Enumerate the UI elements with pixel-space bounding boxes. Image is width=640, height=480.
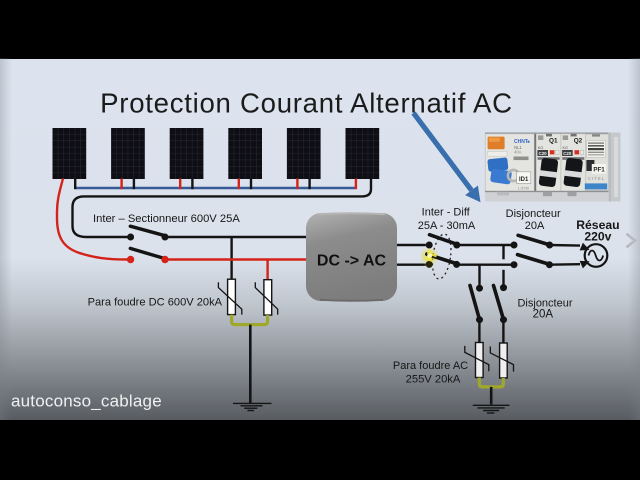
svg-text:40A: 40A <box>514 149 522 154</box>
svg-text:20A: 20A <box>533 309 554 321</box>
svg-text:KG: KG <box>563 146 569 150</box>
svg-text:Réseau: Réseau <box>576 218 619 232</box>
svg-text:KG: KG <box>538 146 544 150</box>
svg-text:PF1: PF1 <box>593 167 605 174</box>
svg-text:Q2: Q2 <box>574 138 583 145</box>
svg-text:C20: C20 <box>563 151 572 156</box>
svg-text:Q1: Q1 <box>549 138 558 145</box>
svg-text:Inter – Sectionneur 600V 25A: Inter – Sectionneur 600V 25A <box>93 213 240 225</box>
svg-text:CITEL: CITEL <box>588 176 605 181</box>
svg-text:autoconso_cablage: autoconso_cablage <box>11 392 162 411</box>
svg-text:NL1: NL1 <box>514 145 522 150</box>
svg-text:Disjoncteur: Disjoncteur <box>506 208 561 220</box>
svg-text:L-5730: L-5730 <box>518 187 529 191</box>
svg-text:DC -> AC: DC -> AC <box>317 253 387 270</box>
svg-text:Inter - Diff: Inter - Diff <box>422 207 471 219</box>
svg-text:CHNT: CHNT <box>514 139 528 145</box>
svg-text:Para foudre DC 600V 20kA: Para foudre DC 600V 20kA <box>88 297 223 309</box>
svg-text:Protection Courant Alternatif: Protection Courant Alternatif AC <box>100 88 513 119</box>
svg-text:255V 20kA: 255V 20kA <box>406 374 461 386</box>
svg-text:ID1: ID1 <box>519 177 529 183</box>
svg-text:C20: C20 <box>539 151 548 156</box>
svg-text:Para foudre AC: Para foudre AC <box>393 360 468 372</box>
svg-text:25A - 30mA: 25A - 30mA <box>418 220 476 232</box>
svg-text:Disjoncteur: Disjoncteur <box>517 298 572 310</box>
svg-text:20A: 20A <box>525 220 545 232</box>
svg-text:220v: 220v <box>584 230 611 244</box>
